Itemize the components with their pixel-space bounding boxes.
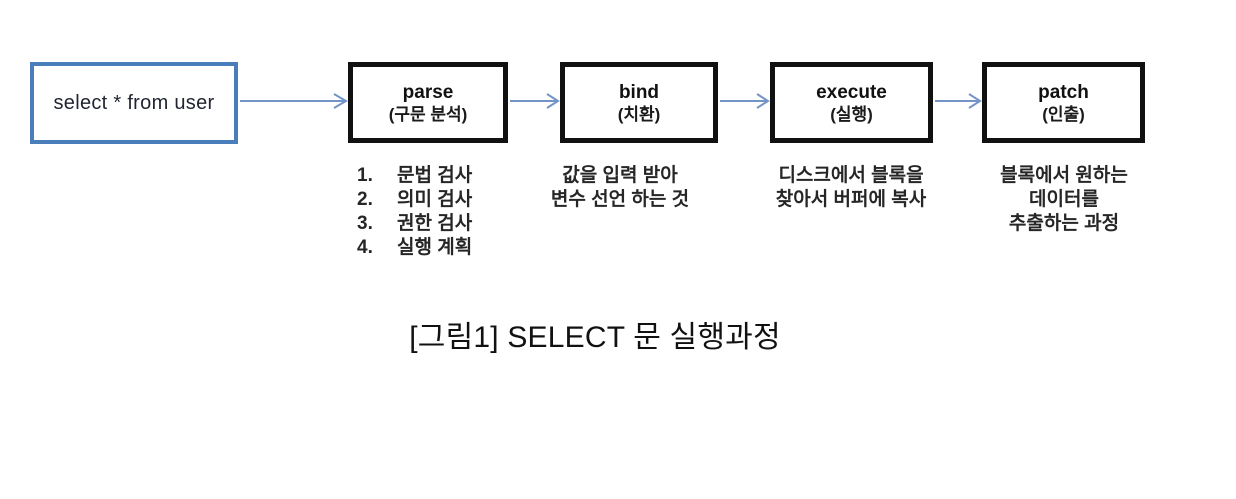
patch-desc-line: 추출하는 과정	[1008, 213, 1120, 234]
step-box-patch: patch (인출)	[982, 62, 1145, 143]
arrow-execute-to-patch	[935, 93, 982, 109]
patch-desc-line: 데이터를	[1029, 189, 1099, 210]
step-subtitle-bind: (치환)	[617, 104, 661, 124]
step-title-parse: parse	[402, 81, 454, 103]
step-title-bind: bind	[618, 81, 660, 103]
parse-desc-item: 1. 문법 검사	[357, 164, 472, 188]
execute-desc-line: 찾아서 버퍼에 복사	[775, 189, 927, 210]
step-box-parse: parse (구문 분석)	[348, 62, 508, 143]
list-text: 권한 검사	[397, 213, 473, 234]
list-text: 실행 계획	[397, 237, 473, 258]
step-box-execute: execute (실행)	[770, 62, 933, 143]
execute-desc-line: 디스크에서 블록을	[778, 165, 924, 186]
parse-desc-item: 2. 의미 검사	[357, 188, 472, 212]
parse-description-list: 1. 문법 검사 2. 의미 검사 3. 권한 검사 4. 실행 계획	[357, 164, 472, 260]
parse-desc-item: 3. 권한 검사	[357, 212, 472, 236]
patch-description: 블록에서 원하는 데이터를 추출하는 과정	[954, 164, 1174, 236]
list-text: 의미 검사	[397, 189, 473, 210]
arrow-parse-to-bind	[510, 93, 560, 109]
step-box-bind: bind (치환)	[560, 62, 718, 143]
step-subtitle-patch: (인출)	[1042, 104, 1085, 124]
list-text: 문법 검사	[397, 165, 473, 186]
step-subtitle-parse: (구문 분석)	[388, 104, 468, 124]
sql-source-box: select * from user	[30, 62, 238, 144]
list-number: 1.	[357, 165, 373, 186]
list-number: 4.	[357, 237, 373, 258]
bind-desc-line: 변수 선언 하는 것	[550, 189, 690, 210]
arrow-bind-to-execute	[720, 93, 770, 109]
arrow-source-to-parse	[240, 93, 348, 109]
list-number: 2.	[357, 189, 373, 210]
step-title-execute: execute	[816, 81, 887, 103]
bind-desc-line: 값을 입력 받아	[562, 165, 678, 186]
step-subtitle-execute: (실행)	[830, 104, 873, 124]
parse-desc-item: 4. 실행 계획	[357, 236, 472, 260]
execute-description: 디스크에서 블록을 찾아서 버퍼에 복사	[741, 164, 961, 212]
list-number: 3.	[357, 213, 373, 234]
figure-caption: [그림1] SELECT 문 실행과정	[409, 321, 781, 354]
step-title-patch: patch	[1038, 81, 1089, 103]
bind-description: 값을 입력 받아 변수 선언 하는 것	[510, 164, 730, 212]
patch-desc-line: 블록에서 원하는	[1000, 165, 1128, 186]
sql-statement-text: select * from user	[53, 91, 215, 114]
